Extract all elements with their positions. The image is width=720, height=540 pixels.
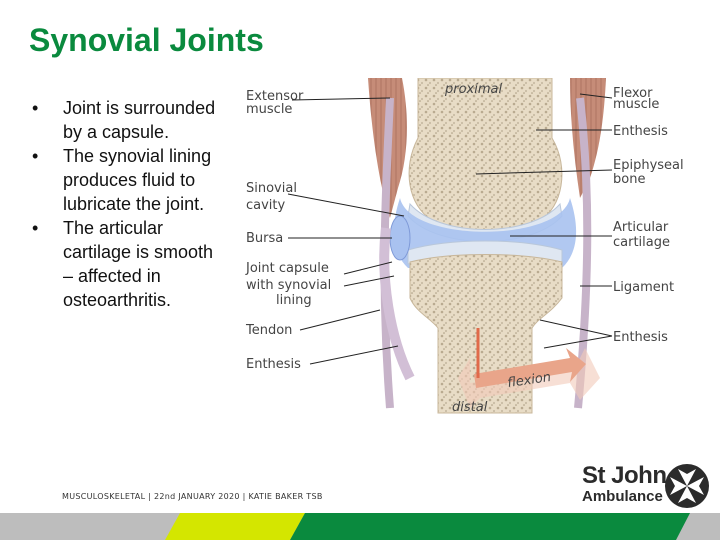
label-sinovial: Sinovial xyxy=(246,181,297,196)
label-enthesis-left: Enthesis xyxy=(246,357,301,372)
label-flexor-2: muscle xyxy=(613,97,659,112)
label-distal: distal xyxy=(452,400,488,415)
label-bursa: Bursa xyxy=(246,231,283,246)
bullet-list: Joint is surrounded by a capsule. The sy… xyxy=(30,96,220,312)
label-enthesis-bottom: Enthesis xyxy=(613,330,668,345)
label-cavity: cavity xyxy=(246,198,286,213)
synovial-joint-diagram: proximal distal flexion Extensor muscle … xyxy=(245,78,684,415)
label-enthesis-top: Enthesis xyxy=(613,124,668,139)
label-proximal: proximal xyxy=(444,82,502,97)
label-ligament: Ligament xyxy=(613,280,674,295)
label-extensor: Extensor xyxy=(246,89,304,104)
bullet-item: The synovial lining produces fluid to lu… xyxy=(30,144,220,216)
label-extensor-2: muscle xyxy=(246,102,292,117)
logo-line1: St John xyxy=(582,462,667,489)
slide-title: Synovial Joints xyxy=(29,22,264,58)
label-flexion: flexion xyxy=(506,370,552,391)
bullet-item: Joint is surrounded by a capsule. xyxy=(30,96,220,144)
bottom-color-bar xyxy=(0,513,720,540)
label-flexor: Flexor xyxy=(613,86,653,101)
label-tendon: Tendon xyxy=(245,323,292,338)
label-joint-capsule: Joint capsule xyxy=(245,261,329,276)
bursa xyxy=(389,215,411,261)
label-cartilage: cartilage xyxy=(613,235,670,250)
label-lining: lining xyxy=(276,293,312,308)
tendon xyxy=(379,227,415,381)
flexion-arrow xyxy=(474,348,586,388)
label-epiphyseal: Epiphyseal xyxy=(613,158,684,173)
st-john-ambulance-logo: St John Ambulance xyxy=(580,462,712,512)
label-with-synovial: with synovial xyxy=(246,278,331,293)
bullet-item: The articular cartilage is smooth – affe… xyxy=(30,216,220,312)
logo-line2: Ambulance xyxy=(582,488,663,505)
leader-lines xyxy=(287,93,613,365)
joint-illustration xyxy=(368,78,606,414)
footer-text: MUSCULOSKELETAL | 22nd JANUARY 2020 | KA… xyxy=(62,492,323,501)
maltese-cross-icon xyxy=(665,464,709,508)
label-articular: Articular xyxy=(613,220,669,235)
label-bone: bone xyxy=(613,172,645,187)
upper-bone xyxy=(408,78,563,231)
